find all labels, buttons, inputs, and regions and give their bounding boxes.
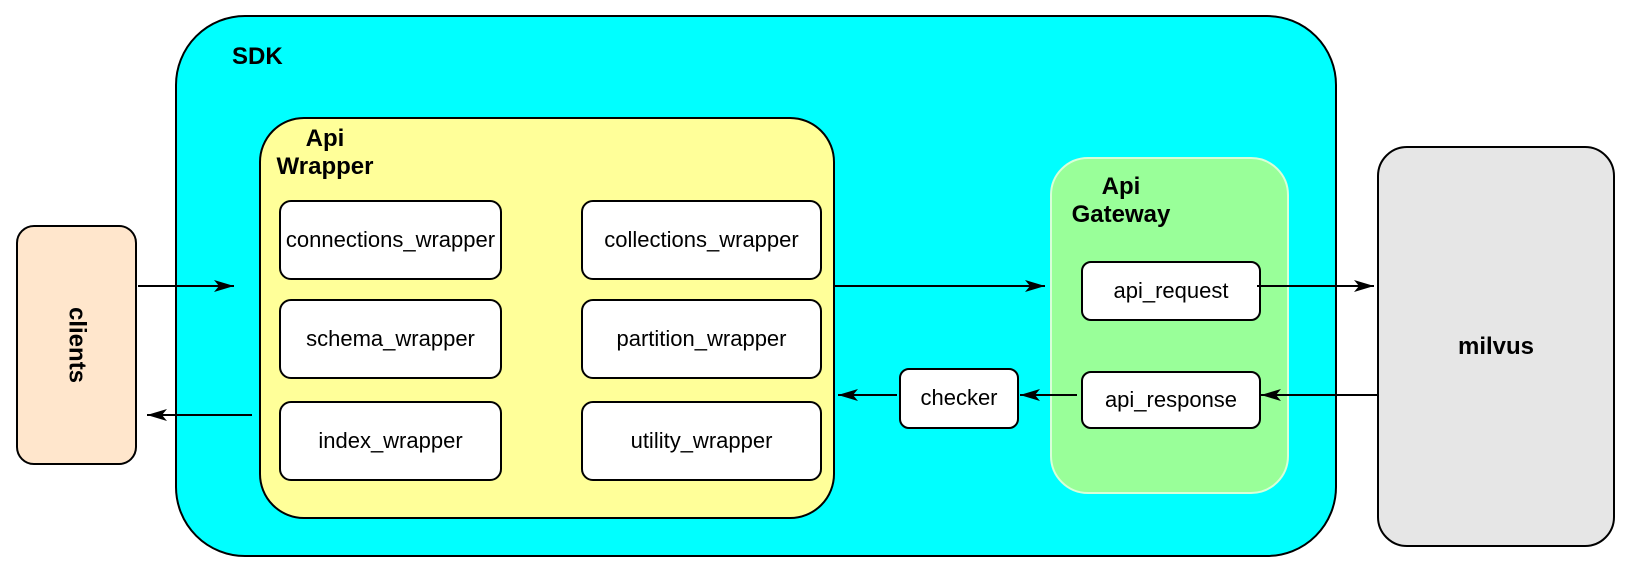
clients-node: clients (16, 225, 137, 465)
api-gateway-container: Api Gateway api_request api_response (1050, 157, 1289, 494)
api-request-label: api_request (1113, 277, 1229, 303)
api-wrapper-container: Api Wrapper connections_wrapper collecti… (259, 117, 835, 519)
collections-wrapper-label: collections_wrapper (604, 226, 799, 252)
api-response-node: api_response (1081, 371, 1261, 429)
schema-wrapper-label: schema_wrapper (306, 325, 475, 351)
milvus-node: milvus (1377, 146, 1615, 547)
partition-wrapper-node: partition_wrapper (581, 299, 822, 379)
partition-wrapper-label: partition_wrapper (616, 325, 787, 351)
sdk-container: SDK Api Wrapper connections_wrapper coll… (175, 15, 1337, 557)
index-wrapper-node: index_wrapper (279, 401, 502, 481)
connections-wrapper-label: connections_wrapper (285, 226, 496, 252)
api-wrapper-label: Api Wrapper (276, 125, 374, 180)
utility-wrapper-node: utility_wrapper (581, 401, 822, 481)
schema-wrapper-node: schema_wrapper (279, 299, 502, 379)
api-gateway-label: Api Gateway (1071, 173, 1171, 228)
checker-label: checker (920, 385, 998, 411)
collections-wrapper-node: collections_wrapper (581, 200, 822, 280)
api-request-node: api_request (1081, 261, 1261, 321)
clients-label: clients (63, 306, 91, 384)
checker-node: checker (899, 368, 1019, 429)
milvus-label: milvus (1457, 332, 1535, 360)
index-wrapper-label: index_wrapper (318, 427, 463, 453)
sdk-label: SDK (232, 43, 283, 70)
connections-wrapper-node: connections_wrapper (279, 200, 502, 280)
utility-wrapper-label: utility_wrapper (630, 427, 773, 453)
api-response-label: api_response (1104, 386, 1238, 412)
